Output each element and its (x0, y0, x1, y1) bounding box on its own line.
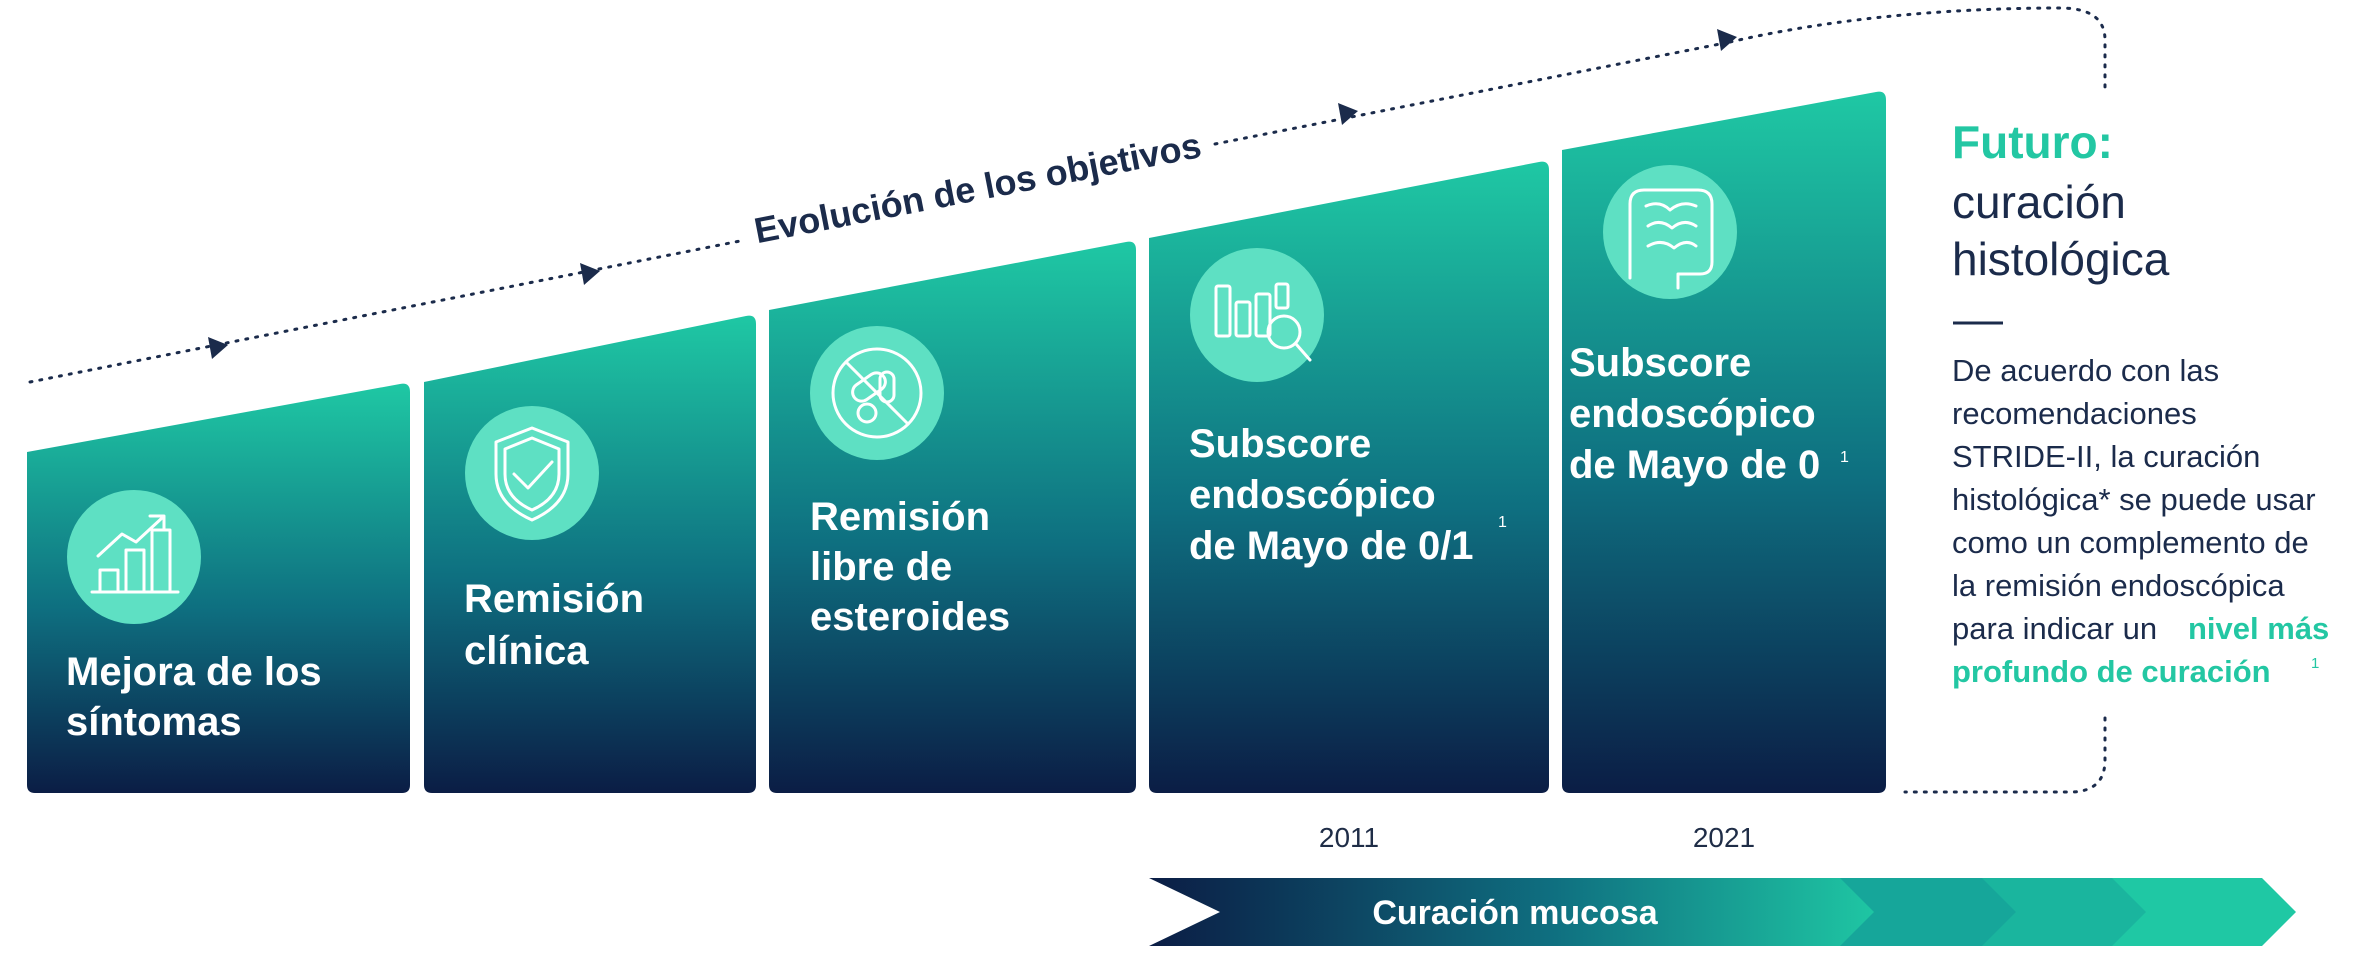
card-title: Mejora de los síntomas (66, 650, 333, 744)
reference-marker: 1 (1840, 449, 1849, 466)
card-mayo-subscore-0: Subscore endoscópico de Mayo de 0 1 (1562, 91, 1886, 793)
card-title: Remisión libre de esteroides (810, 495, 1010, 639)
year-label: 2021 (1693, 822, 1755, 853)
chart-magnifier-icon (1214, 282, 1312, 362)
icon-badge (1603, 165, 1737, 299)
arrowhead-icon (1338, 103, 1358, 125)
card-title: Remisión clínica (464, 577, 655, 673)
card-symptom-improvement: Mejora de los síntomas (27, 383, 410, 793)
year-label: 2011 (1319, 822, 1379, 853)
card-clinical-remission: Remisión clínica (424, 315, 756, 793)
arrowhead-icon (580, 263, 600, 285)
future-title: curación histológica (1952, 176, 2170, 285)
banner-label: Curación mucosa (1372, 894, 1658, 932)
card-title: Subscore endoscópico de Mayo de 0 (1569, 341, 1827, 487)
mucosal-healing-banner: Curación mucosa (1149, 878, 2296, 946)
no-pills-icon (831, 347, 923, 439)
arrowhead-icon (208, 337, 228, 359)
growth-chart-icon (90, 514, 180, 594)
intestine-icon (1628, 188, 1714, 290)
reference-marker: 1 (2311, 655, 2319, 672)
card-title: Subscore endoscópico de Mayo de 0/1 (1189, 422, 1474, 568)
card-mayo-subscore-0-1: Subscore endoscópico de Mayo de 0/1 1 (1149, 161, 1549, 793)
icon-badge (67, 490, 201, 624)
future-description: De acuerdo con las recomendaciones STRID… (1952, 353, 2324, 646)
future-panel: Futuro: curación histológica De acuerdo … (1952, 116, 2329, 689)
future-heading: Futuro: (1952, 116, 2113, 168)
evolution-label: Evolución de los objetivos (751, 124, 1205, 251)
highlight-text: nivel más (2188, 611, 2329, 646)
card-steroid-free-remission: Remisión libre de esteroides (769, 241, 1136, 793)
highlight-text: profundo de curación (1952, 654, 2271, 689)
reference-marker: 1 (1498, 514, 1507, 531)
shield-check-icon (494, 426, 570, 522)
arrowhead-icon (1717, 29, 1737, 51)
